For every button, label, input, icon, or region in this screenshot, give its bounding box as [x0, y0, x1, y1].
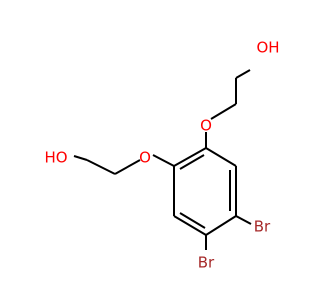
bond	[173, 215, 207, 236]
hydroxyl-left-label: HO	[44, 149, 67, 167]
bond	[179, 212, 206, 229]
hydroxyl-top-label: OH	[256, 39, 279, 57]
bond	[205, 215, 237, 236]
bond	[179, 154, 205, 170]
bond	[235, 215, 252, 225]
ether-oxygen-left-label: O	[139, 149, 151, 167]
bromine-bottom-label: Br	[198, 254, 215, 272]
bond	[235, 69, 251, 79]
bond	[205, 147, 237, 167]
bromine-right-label: Br	[254, 218, 271, 236]
bond	[152, 154, 175, 167]
bond	[173, 147, 207, 167]
bond	[210, 103, 237, 120]
molecule-diagram: OH O O HO Br Br	[44, 39, 279, 272]
bond	[114, 159, 141, 175]
bond	[73, 155, 88, 161]
ether-oxygen-top-label: O	[200, 117, 212, 135]
bond	[86, 159, 116, 175]
